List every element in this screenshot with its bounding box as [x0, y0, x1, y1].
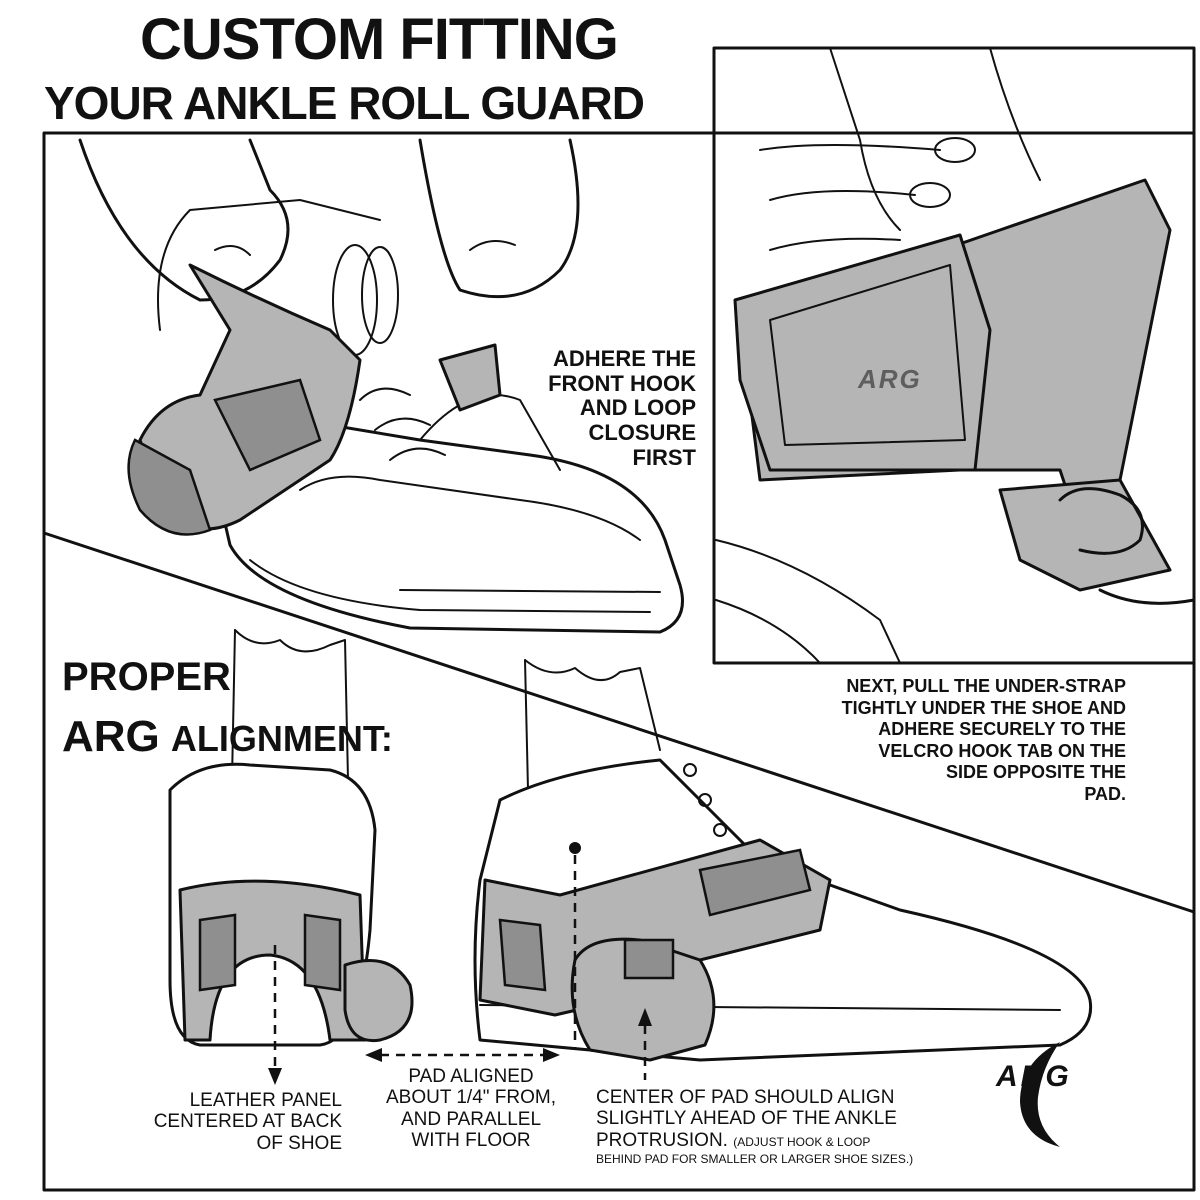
callout-line: WITH FLOOR [411, 1129, 531, 1151]
callout-line: OF SHOE [256, 1132, 342, 1154]
corner-logo: ARG [990, 1032, 1120, 1152]
step2-line: ADHERE SECURELY TO THE [878, 719, 1126, 740]
step1-line: AND LOOP [579, 395, 696, 421]
alignment-heading-line2: ARG ALIGNMENT: [62, 712, 393, 761]
callout-line: PAD ALIGNED [408, 1066, 534, 1087]
title-line2: YOUR ANKLE ROLL GUARD [44, 77, 645, 129]
title-line1: CUSTOM FITTING [140, 7, 619, 72]
panel3-side-drawing [365, 659, 1093, 1080]
alignment-heading-arg: ARG [62, 712, 160, 761]
callout-line: PROTRUSION. (ADJUST HOOK & LOOP [596, 1130, 1066, 1151]
callout-center-of-pad: CENTER OF PAD SHOULD ALIGN SLIGHTLY AHEA… [596, 1087, 1066, 1166]
corner-logo-text: ARG [996, 1060, 1072, 1093]
callout-leather-panel: LEATHER PANEL CENTERED AT BACK OF SHOE [110, 1090, 342, 1154]
step2-line: SIDE OPPOSITE THE [945, 762, 1126, 783]
step2-instruction: NEXT, PULL THE UNDER-STRAP TIGHTLY UNDER… [740, 676, 1126, 806]
callout-line: ABOUT 1/4" FROM, [385, 1087, 557, 1109]
corner-logo-mark [1020, 1042, 1060, 1147]
callout-protrusion: PROTRUSION. [596, 1129, 728, 1151]
inset-panel [712, 46, 1196, 665]
callout-line: CENTER OF PAD SHOULD ALIGN [596, 1087, 895, 1108]
panel1-drawing [78, 138, 684, 634]
callout-note-a: (ADJUST HOOK & LOOP [733, 1134, 871, 1149]
callout-note-b: BEHIND PAD FOR SMALLER OR LARGER SHOE SI… [596, 1151, 914, 1166]
step1-line: FRONT HOOK [548, 370, 696, 396]
step1-line: CLOSURE [588, 419, 696, 445]
step2-line: TIGHTLY UNDER THE SHOE AND [841, 697, 1126, 718]
step2-line: NEXT, PULL THE UNDER-STRAP [846, 676, 1126, 696]
callout-line: CENTERED AT BACK [153, 1111, 342, 1133]
divider-line [42, 531, 1196, 914]
step1-instruction: ADHERE THE FRONT HOOK AND LOOP CLOSURE F… [470, 346, 696, 470]
callout-line: AND PARALLEL [400, 1108, 542, 1130]
pad-logo: ARG [858, 364, 922, 394]
panel3-back-drawing [168, 629, 414, 1085]
step2-line: PAD. [1084, 783, 1126, 804]
step1-line: FIRST [632, 444, 696, 470]
step2-line: VELCRO HOOK TAB ON THE [878, 740, 1126, 761]
alignment-heading-line1: PROPER [62, 655, 231, 699]
step1-line: ADHERE THE [552, 346, 696, 371]
callout-pad-aligned: PAD ALIGNED ABOUT 1/4" FROM, AND PARALLE… [362, 1066, 580, 1151]
panel2-drawing [715, 47, 1196, 664]
alignment-heading-rest: ALIGNMENT: [170, 718, 393, 759]
callout-line: LEATHER PANEL [189, 1090, 342, 1111]
callout-line: SLIGHTLY AHEAD OF THE ANKLE [596, 1108, 897, 1130]
